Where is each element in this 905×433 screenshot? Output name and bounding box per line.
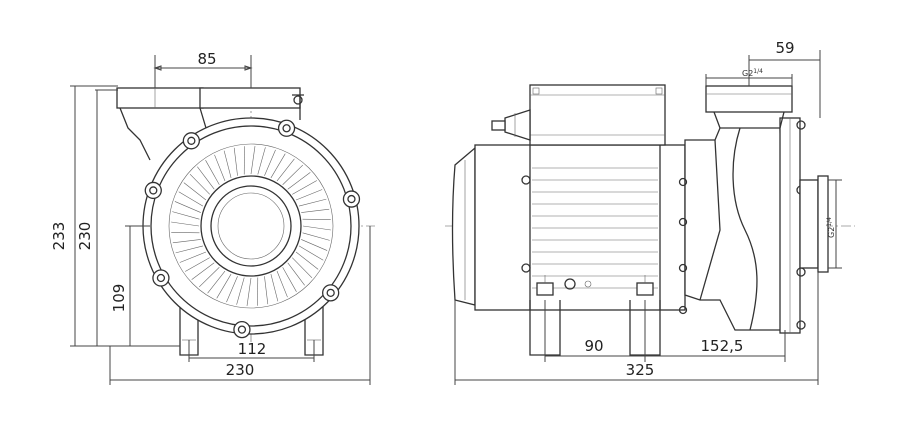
volute-vane [302, 232, 330, 241]
housing-bolt-icon [678, 263, 688, 273]
flange-bolt-icon [796, 320, 806, 330]
dim-axis-height: 109 [110, 284, 128, 313]
bolt-lug [322, 284, 340, 302]
volute-vane [298, 198, 327, 207]
housing-bolt-icon [678, 217, 688, 227]
volute-vane [207, 270, 226, 294]
motor-screw-icon [521, 175, 531, 185]
bolt-icon [156, 273, 166, 283]
volute-vane [214, 154, 226, 182]
terminal-box [491, 84, 666, 146]
motor-cooling-fins [532, 167, 658, 289]
volute-vane [172, 211, 200, 220]
volute-vane [183, 182, 207, 201]
outlet-pipe [705, 85, 793, 129]
bolt-icon [282, 124, 291, 133]
dim-outlet-offset: 59 [775, 39, 794, 57]
volute-vanes [171, 146, 331, 306]
volute-vane [226, 276, 238, 303]
volute-vane [198, 267, 220, 288]
side-view [445, 84, 855, 356]
dim-top-width: 85 [197, 50, 216, 68]
dim-overall-height: 233 [50, 222, 68, 251]
volute-vane [250, 146, 256, 175]
motor-body [474, 144, 686, 311]
volute-vane [301, 208, 330, 213]
volute-vane [287, 172, 311, 190]
motor-end-cap [451, 146, 476, 306]
volute-body [142, 117, 360, 335]
bolt-lug [144, 181, 162, 200]
volute-vane [298, 245, 324, 261]
bolt-icon [326, 288, 335, 297]
ground-screw-icon [564, 278, 576, 290]
front-view [116, 62, 375, 356]
volute-vane [216, 273, 232, 299]
volute-vane [178, 191, 204, 207]
front-outlet-flange [116, 87, 304, 161]
bolt-lug [233, 320, 251, 339]
volute-vane [302, 225, 331, 231]
dim-overall-width: 230 [226, 361, 255, 379]
volute-vane [270, 153, 286, 179]
pump-housing [678, 117, 806, 334]
dim-foot-spacing: 112 [238, 340, 267, 358]
bolt-icon [347, 194, 356, 204]
volute-vane [295, 189, 323, 201]
volute-vane [270, 273, 279, 302]
volute-vane [223, 150, 232, 179]
volute-vane [174, 201, 201, 213]
ground-symbol-icon [584, 280, 592, 288]
outlet-thread-label: G21/4 [742, 68, 763, 78]
housing-bolt-icon [678, 305, 688, 315]
volute-vane [197, 166, 215, 190]
volute-vane [264, 149, 276, 176]
bolt-lug [277, 119, 296, 137]
volute-vane [282, 267, 297, 292]
volute-vane [205, 160, 220, 185]
volute-vane [246, 277, 252, 306]
volute-vane [172, 239, 201, 244]
volute-vane [233, 147, 238, 176]
volute-vane [282, 164, 304, 185]
bolt-lug [182, 132, 200, 150]
bolt-lug [342, 190, 361, 208]
motor-screw-icon [521, 263, 531, 273]
dim-overall-length: 325 [626, 361, 655, 379]
volute-vane [171, 221, 200, 227]
dim-motor-foot-spacing: 90 [584, 337, 603, 355]
volute-vane [276, 158, 295, 182]
bolt-icon [149, 186, 158, 195]
volute-vane [185, 257, 210, 272]
volute-vane [257, 147, 266, 175]
side-dimensions: 59 G21/4 G21/4 90 152,5 325 [454, 39, 842, 385]
volute-vane [292, 180, 317, 195]
volute-vane [189, 173, 210, 195]
volute-vane [292, 257, 313, 279]
volute-vane [175, 245, 204, 254]
volute-vane [179, 251, 207, 263]
housing-bolt-icon [678, 177, 688, 187]
inlet-pipe [799, 175, 829, 273]
bolt-lug [152, 269, 170, 287]
bolt-icon [237, 325, 247, 334]
flange-bolt-icon [796, 120, 806, 130]
volute-vane [236, 277, 245, 305]
volute-vane [295, 251, 319, 270]
volute-vane [276, 270, 288, 298]
dim-body-height: 230 [76, 222, 94, 251]
inlet-thread-label: G21/4 [826, 217, 836, 238]
volute-vane [301, 239, 328, 251]
volute-vane [287, 262, 305, 286]
bolt-icon [187, 136, 196, 145]
front-dimensions: 85 233 230 109 112 230 [50, 50, 371, 385]
flange-bolts [144, 119, 361, 339]
dim-pump-length: 152,5 [701, 337, 744, 355]
volute-vane [191, 262, 215, 280]
volute-vane [264, 276, 269, 305]
